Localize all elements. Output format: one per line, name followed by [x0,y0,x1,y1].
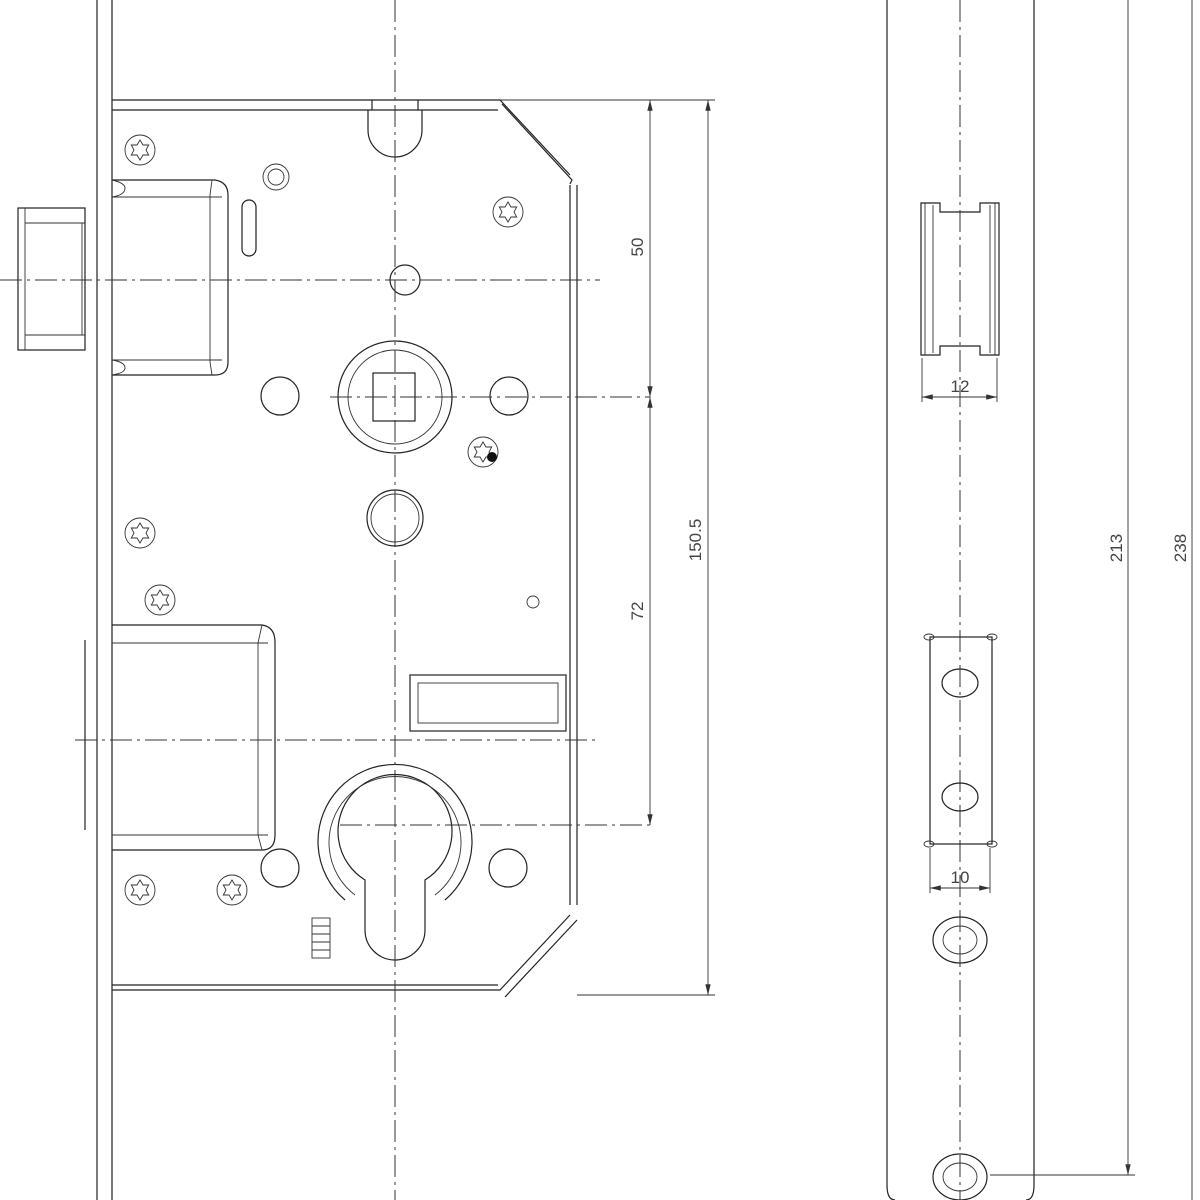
overall-dimensions [990,0,1193,1200]
dimension-lines [500,99,715,996]
deadbolt [84,624,276,851]
torx-screw-icon [124,874,156,906]
dimension-label-50: 50 [628,238,647,257]
indicator-window [409,674,567,732]
torx-screw-icon [124,134,156,166]
cylinder-cutout [311,763,473,961]
latch-bolt [17,179,229,376]
latch-front [920,202,1000,402]
dimension-label-12: 12 [951,377,970,396]
dimension-label-10: 10 [951,868,970,887]
dimension-label-238: 238 [1171,534,1190,562]
dimension-label-72: 72 [628,602,647,621]
torx-screw-icon [467,436,499,468]
fixing-holes [932,916,988,1200]
torx-screw-icon [144,584,176,616]
screws [124,134,524,906]
torx-screw-icon [124,517,156,549]
slot [241,199,257,257]
torx-screw-icon [216,874,248,906]
centerlines [0,0,961,1200]
faceplate-side [96,0,113,1200]
deadbolt-front [923,633,998,893]
dimension-label-150-5: 150.5 [686,519,705,562]
torx-screw-icon [492,196,524,228]
lock-case-outline [112,99,578,998]
ring-rivet [262,163,290,191]
dimension-label-213: 213 [1107,534,1126,562]
holes [260,264,540,888]
